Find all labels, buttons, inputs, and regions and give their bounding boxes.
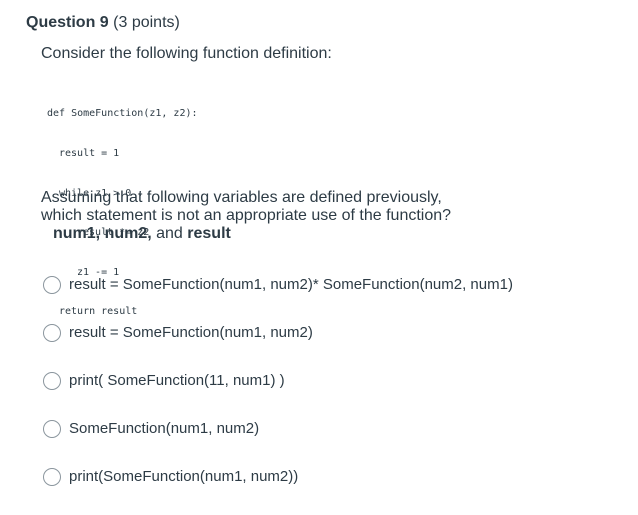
radio-button[interactable] [43,372,61,390]
variables-conjunction: and [151,225,188,242]
answer-option-1[interactable]: result = SomeFunction(num1, num2)* SomeF… [43,275,633,323]
question-prompt: Consider the following function definiti… [41,45,332,62]
answer-option-3[interactable]: print( SomeFunction(11, num1) ) [43,371,633,419]
answer-option-label[interactable]: print(SomeFunction(num1, num2)) [69,468,299,485]
answer-option-5[interactable]: print(SomeFunction(num1, num2)) [43,467,633,515]
answer-option-2[interactable]: result = SomeFunction(num1, num2) [43,323,633,371]
variables-list: num1, num2, and result [53,225,601,243]
question-points: (3 points) [113,14,180,31]
answer-option-label[interactable]: result = SomeFunction(num1, num2) [69,324,313,341]
code-line: while z1 > 0 : [59,187,144,199]
answer-option-4[interactable]: SomeFunction(num1, num2) [43,419,633,467]
variables-part: result [187,225,231,242]
question-text-line: Assuming that following variables are de… [41,189,442,206]
code-line: z1 -= 1 [77,266,120,278]
radio-button[interactable] [43,276,61,294]
question-title: Question 9 [26,14,109,31]
code-line: return result [59,306,138,318]
code-line: def SomeFunction(z1, z2): [47,108,198,120]
answer-option-label[interactable]: SomeFunction(num1, num2) [69,420,260,437]
code-line: result *= z2 [77,227,150,239]
answer-option-label[interactable]: print( SomeFunction(11, num1) ) [69,372,285,389]
radio-button[interactable] [43,468,61,486]
question-text: Assuming that following variables are de… [41,189,601,243]
quiz-page: Question 9 (3 points) Consider the follo… [26,14,601,486]
answer-option-label[interactable]: result = SomeFunction(num1, num2)* SomeF… [69,276,513,293]
code-block: def SomeFunction(z1, z2): result = 1 whi… [47,81,198,345]
radio-button[interactable] [43,324,61,342]
variables-part: num1, num2, [53,225,152,242]
question-header: Question 9 (3 points) [26,14,180,32]
code-line: result = 1 [59,148,120,159]
radio-button[interactable] [43,420,61,438]
question-text-line: which statement is not an appropriate us… [41,207,452,224]
answer-options: result = SomeFunction(num1, num2)* SomeF… [43,275,633,515]
